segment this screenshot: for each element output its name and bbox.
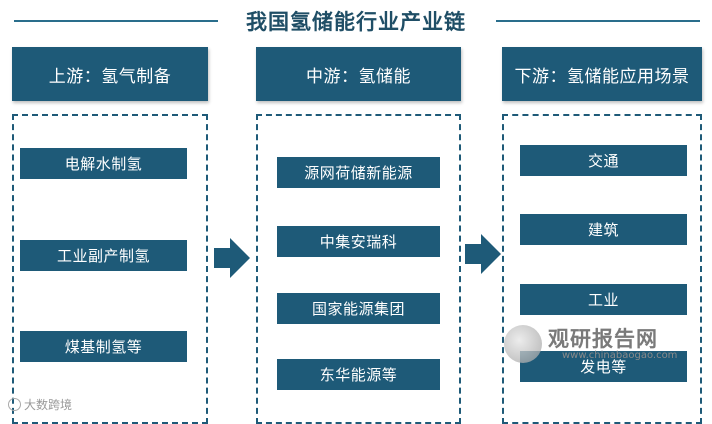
watermark-right-url: www.chinabaogao.com [562, 350, 678, 361]
item-power-generation: 发电等 [520, 351, 687, 382]
right-arrow-icon [465, 234, 501, 274]
item-transport: 交通 [520, 145, 687, 176]
item-building: 建筑 [520, 214, 687, 245]
item-source-grid-load-storage: 源网荷储新能源 [277, 157, 440, 188]
watermark-right: 观研报告网 www.chinabaogao.com [502, 323, 702, 371]
stage-header-midstream: 中游：氢储能 [256, 47, 461, 101]
watermark-globe-icon [504, 325, 542, 363]
item-donghua-energy: 东华能源等 [277, 359, 440, 390]
diagram-title: 我国氢储能行业产业链 [246, 9, 466, 34]
item-cimc-enric: 中集安瑞科 [277, 226, 440, 257]
watermark-logo-icon [8, 398, 21, 411]
watermark-left: 大数跨境 [8, 396, 72, 413]
item-state-energy-group: 国家能源集团 [277, 293, 440, 324]
watermark-left-text: 大数跨境 [24, 398, 73, 412]
item-industrial-byproduct: 工业副产制氢 [20, 240, 187, 271]
item-coal-based: 煤基制氢等 [20, 331, 187, 362]
stage-header-downstream: 下游：氢储能应用场景 [502, 47, 702, 101]
item-electrolysis: 电解水制氢 [20, 148, 187, 179]
right-arrow-icon [214, 238, 250, 278]
stage-header-upstream: 上游：氢气制备 [12, 47, 208, 101]
watermark-right-name: 观研报告网 [548, 327, 658, 351]
title-line-right [496, 20, 700, 22]
title-line-left [14, 20, 218, 22]
item-industry: 工业 [520, 284, 687, 315]
